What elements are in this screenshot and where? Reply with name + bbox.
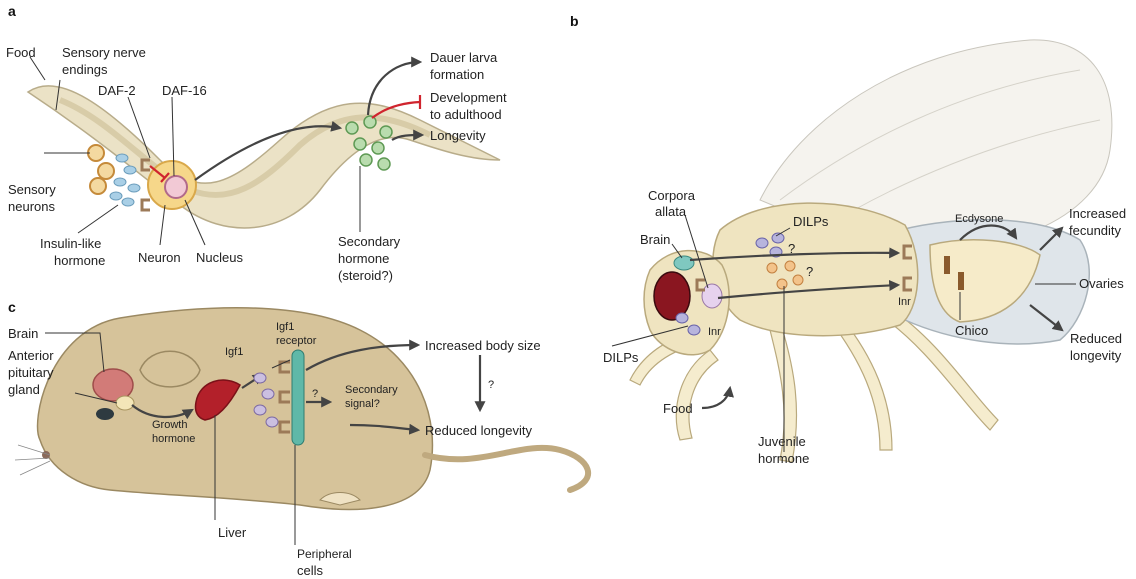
label-liver: Liver	[218, 525, 247, 540]
label-corpora-allata: Corpora	[648, 188, 696, 203]
svg-text:neurons: neurons	[8, 199, 55, 214]
panel-b-letter: b	[570, 13, 579, 29]
label-dilps-left: DILPs	[603, 350, 639, 365]
svg-text:receptor: receptor	[276, 335, 317, 347]
label-insulin-like-hormone: Insulin-like	[40, 236, 101, 251]
label-ovaries: Ovaries	[1079, 276, 1124, 291]
label-question-c2: ?	[488, 379, 494, 391]
panel-b: b	[570, 13, 1126, 466]
label-anterior-pituitary: Anterior	[8, 348, 54, 363]
panel-a: a	[6, 3, 507, 283]
anterior-pituitary-gland	[116, 396, 134, 410]
label-igf1-receptor: Igf1	[276, 321, 294, 333]
label-secondary-hormone: Secondary	[338, 234, 401, 249]
svg-text:gland: gland	[8, 382, 40, 397]
svg-text:(steroid?): (steroid?)	[338, 268, 393, 283]
label-brain-c: Brain	[8, 326, 38, 341]
label-increased-fecundity: Increased	[1069, 206, 1126, 221]
label-question-b1: ?	[788, 241, 795, 256]
label-igf1: Igf1	[225, 346, 243, 358]
label-daf16: DAF-16	[162, 83, 207, 98]
label-food-a: Food	[6, 45, 36, 60]
label-dilps-top: DILPs	[793, 214, 829, 229]
chico-bar	[944, 256, 950, 274]
label-chico: Chico	[955, 323, 988, 338]
label-sensory-neurons: Sensory	[8, 182, 56, 197]
panel-a-letter: a	[8, 3, 16, 19]
label-longevity-a: Longevity	[430, 128, 486, 143]
corpora-allata	[702, 284, 722, 308]
label-secondary-signal: Secondary	[345, 384, 398, 396]
label-dauer: Dauer larva	[430, 50, 498, 65]
label-question-c: ?	[312, 388, 318, 400]
label-brain-b: Brain	[640, 232, 670, 247]
label-nucleus: Nucleus	[196, 250, 243, 265]
label-peripheral-cells: Peripheral	[297, 547, 352, 561]
svg-text:formation: formation	[430, 67, 484, 82]
svg-text:fecundity: fecundity	[1069, 223, 1122, 238]
label-inr-right: Inr	[898, 296, 911, 308]
label-sensory-nerve: Sensory nerve	[62, 45, 146, 60]
mouse-eye	[96, 408, 114, 420]
label-reduced-longevity-c: Reduced longevity	[425, 423, 532, 438]
svg-text:endings: endings	[62, 62, 108, 77]
label-development: Development	[430, 90, 507, 105]
panel-c: c	[8, 299, 588, 578]
label-reduced-longevity-b: Reduced	[1070, 331, 1122, 346]
svg-text:hormone: hormone	[152, 433, 195, 445]
label-neuron: Neuron	[138, 250, 181, 265]
panel-c-letter: c	[8, 299, 16, 315]
sensory-neurons	[88, 145, 114, 194]
chico-bar	[958, 272, 964, 290]
label-inr-left: Inr	[708, 326, 721, 338]
svg-text:hormone: hormone	[54, 253, 105, 268]
label-ecdysone: Ecdysone	[955, 213, 1003, 225]
nucleus	[165, 176, 187, 198]
svg-text:hormone: hormone	[338, 251, 389, 266]
label-daf2: DAF-2	[98, 83, 136, 98]
label-juvenile-hormone: Juvenile	[758, 434, 806, 449]
label-question-b2: ?	[806, 264, 813, 279]
svg-text:longevity: longevity	[1070, 348, 1122, 363]
svg-text:allata: allata	[655, 204, 687, 219]
fly-eye	[654, 272, 690, 320]
svg-text:hormone: hormone	[758, 451, 809, 466]
label-growth-hormone: Growth	[152, 419, 187, 431]
svg-text:signal?: signal?	[345, 398, 380, 410]
arrow-food-b	[702, 388, 730, 408]
svg-text:to adulthood: to adulthood	[430, 107, 502, 122]
label-food-b: Food	[663, 401, 693, 416]
svg-text:cells: cells	[297, 563, 324, 578]
mouse-tail	[425, 448, 588, 490]
label-increased-body-size: Increased body size	[425, 338, 541, 353]
svg-text:pituitary: pituitary	[8, 365, 54, 380]
fly-brain	[674, 256, 694, 270]
